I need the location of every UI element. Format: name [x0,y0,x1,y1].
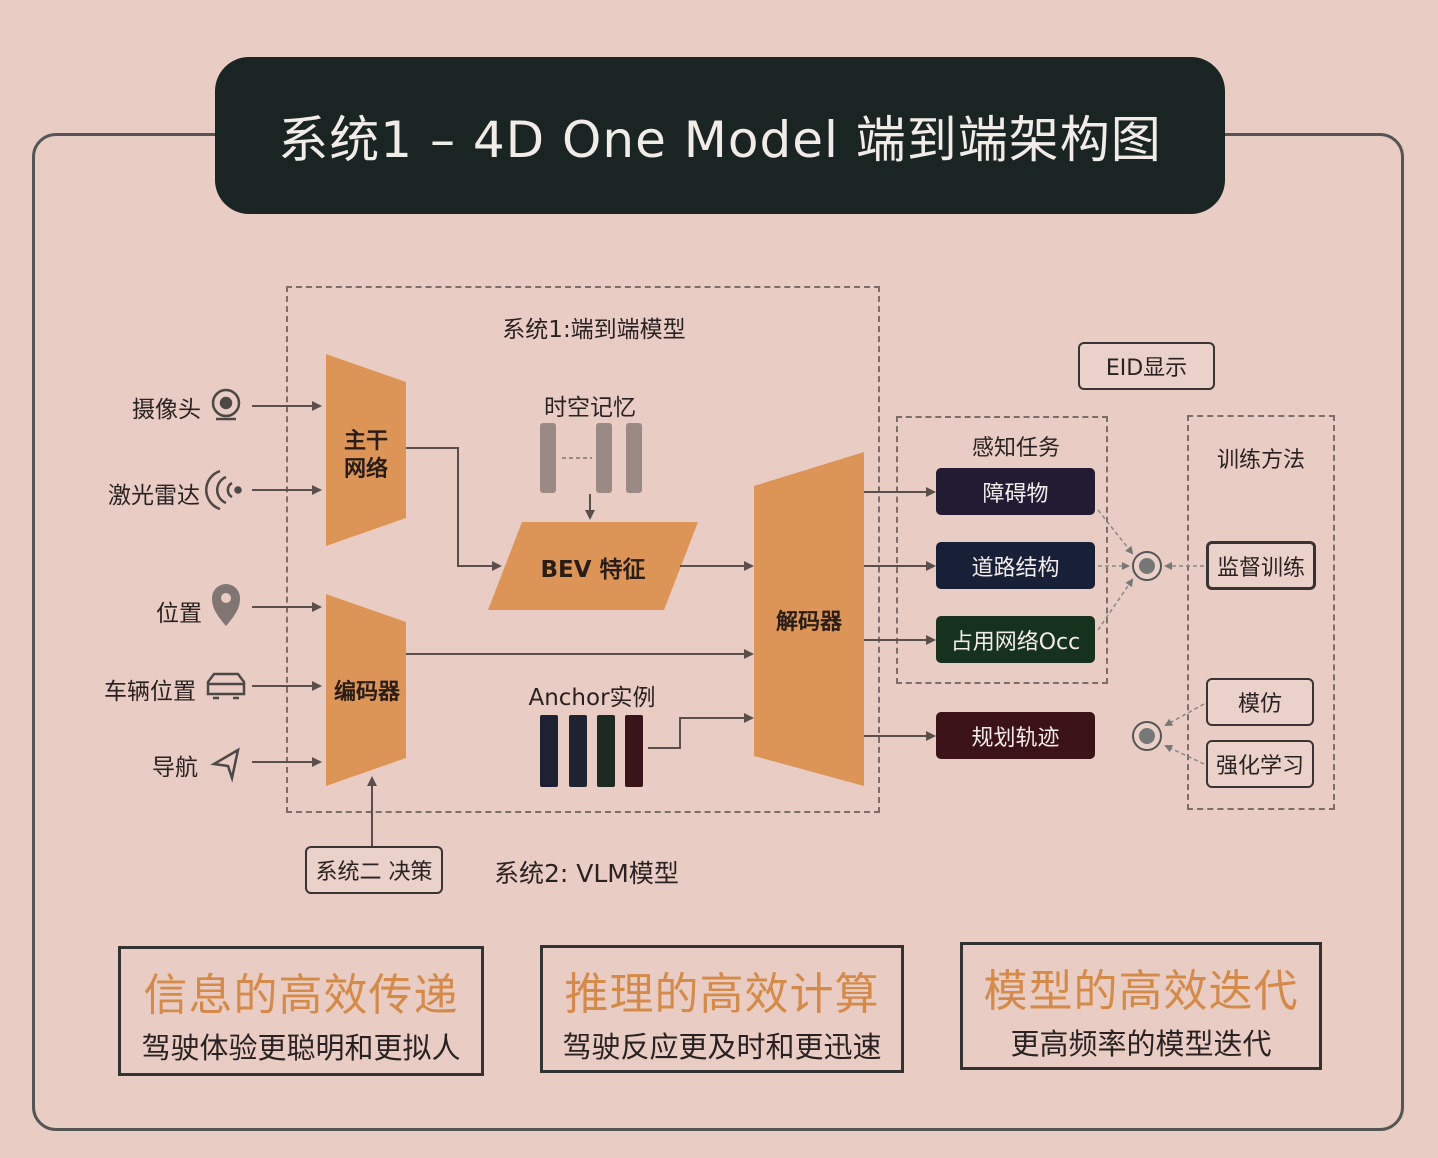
input-vehicle-position-label: 车辆位置 [104,679,196,705]
car-icon [206,672,246,700]
memory-bars [540,423,642,493]
bev-label: BEV 特征 [540,557,646,583]
system2-label: 系统2: VLM模型 [494,859,679,888]
system1-container [286,286,880,813]
supervised-training-label: 监督训练 [1216,555,1305,581]
lidar-icon [205,469,242,511]
fusion-node-planning [1132,721,1162,751]
occupancy-chip: 占用网络Occ [936,616,1095,663]
memory-label: 时空记忆 [544,395,636,421]
highlight-subtitle: 更高频率的模型迭代 [1010,1027,1272,1061]
bev-module [488,522,698,610]
reinforcement-label: 强化学习 [1215,754,1304,779]
planning-chip: 规划轨迹 [936,712,1095,759]
highlight-subtitle: 驾驶体验更聪明和更拟人 [141,1031,461,1065]
eid-display-label: EID显示 [1105,356,1188,381]
highlight-box-info: 信息的高效传递 驾驶体验更聪明和更拟人 [118,946,484,1076]
perception-container [896,416,1108,684]
page-title: 系统1 – 4D One Model 端到端架构图 [278,110,1162,169]
imitation-label: 模仿 [1237,692,1282,717]
highlight-heading: 模型的高效迭代 [983,966,1299,1017]
highlight-subtitle: 驾驶反应更及时和更迅速 [562,1030,882,1064]
location-pin-icon [212,584,240,626]
anchor-label: Anchor实例 [528,685,656,711]
input-position-label: 位置 [156,601,202,627]
highlight-heading: 信息的高效传递 [143,970,459,1021]
highlight-heading: 推理的高效计算 [564,969,880,1020]
road-structure-chip: 道路结构 [936,542,1095,589]
encoder-module [326,594,406,786]
input-navigation-label: 导航 [152,755,198,781]
fusion-node-supervised [1132,551,1162,581]
planning-label: 规划轨迹 [971,725,1060,751]
training-container [1187,415,1335,810]
camera-icon [211,388,241,421]
eid-display-box: EID显示 [1078,342,1215,390]
backbone-module [326,354,406,546]
title-bar: 系统1 – 4D One Model 端到端架构图 [215,57,1225,214]
input-camera-label: 摄像头 [132,397,201,423]
imitation-box: 模仿 [1206,678,1314,726]
perception-title: 感知任务 [971,436,1061,461]
system2-decision-label: 系统二 决策 [315,860,433,885]
input-lidar-label: 激光雷达 [108,483,200,509]
obstacle-chip: 障碍物 [936,468,1095,515]
decoder-module [754,452,864,786]
occupancy-label: 占用网络Occ [950,629,1081,655]
anchor-bars [540,715,643,787]
input-arrows [252,401,322,767]
backbone-label: 主干网络 [343,429,388,482]
road-structure-label: 道路结构 [971,555,1060,581]
highlight-box-inference: 推理的高效计算 驾驶反应更及时和更迅速 [540,945,904,1073]
training-title: 训练方法 [1216,448,1306,473]
supervised-training-box: 监督训练 [1206,541,1316,590]
system2-decision-box: 系统二 决策 [305,846,443,894]
reinforcement-box: 强化学习 [1206,740,1314,788]
encoder-label: 编码器 [333,680,400,705]
decoder-label: 解码器 [775,610,842,635]
system1-label: 系统1:端到端模型 [502,317,686,343]
obstacle-label: 障碍物 [982,481,1049,507]
highlight-box-iteration: 模型的高效迭代 更高频率的模型迭代 [960,942,1322,1070]
navigation-arrow-icon [210,747,240,783]
